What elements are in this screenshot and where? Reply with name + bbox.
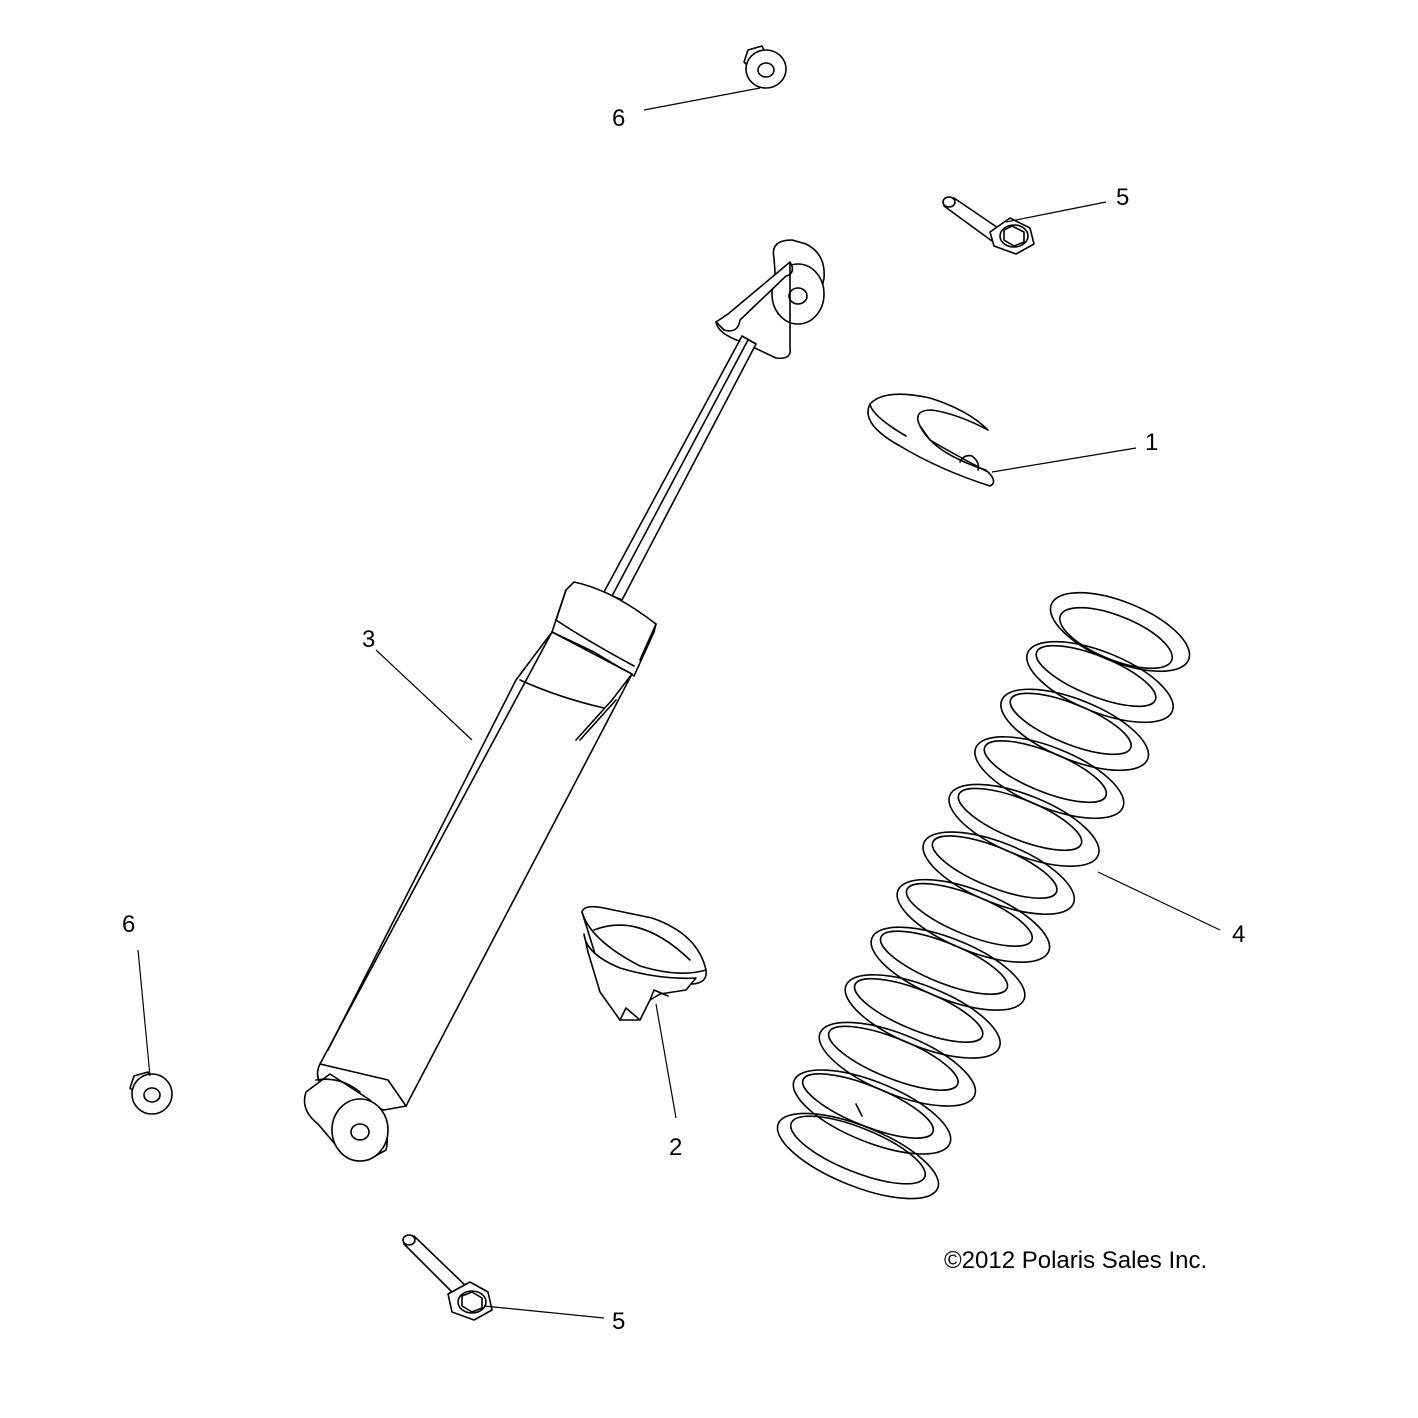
coil-spring[interactable] <box>767 576 1200 1216</box>
spring-retainer[interactable] <box>581 905 707 1021</box>
spring-coil-inner <box>801 1073 935 1139</box>
spring-coil-inner <box>853 977 984 1043</box>
callout-label-6-top: 6 <box>612 105 625 132</box>
leader-5-top <box>1005 201 1107 223</box>
spring-coil <box>948 783 1100 868</box>
bolt-top[interactable] <box>942 196 1035 255</box>
spring-coil-inner <box>1009 692 1132 756</box>
callout-label-1: 1 <box>1145 429 1158 456</box>
washer[interactable] <box>867 393 995 487</box>
leader-3 <box>375 649 473 741</box>
leader-6-top <box>643 87 761 111</box>
spring-coil <box>1026 640 1174 724</box>
spring-coil-inner <box>827 1025 959 1091</box>
leader-4 <box>1097 871 1221 931</box>
callout-label-5-top: 5 <box>1116 184 1129 211</box>
copyright-notice: ©2012 Polaris Sales Inc. <box>944 1247 1207 1274</box>
callout-label-6-left: 6 <box>122 911 135 938</box>
callout-label-2: 2 <box>669 1134 682 1161</box>
leader-6-left <box>137 949 151 1077</box>
leader-2 <box>655 1003 677 1119</box>
leader-1 <box>991 447 1137 473</box>
spring-coil-inner <box>905 882 1034 947</box>
bolt-bottom[interactable] <box>402 1234 493 1321</box>
spring-coil-inner <box>957 787 1083 852</box>
spring-coil-inner <box>1035 644 1157 708</box>
callout-label-4: 4 <box>1232 921 1245 948</box>
leader-5-bottom <box>483 1305 605 1319</box>
spring-coil <box>792 1069 952 1155</box>
bushing-left[interactable] <box>129 1071 173 1115</box>
callout-label-5-bottom: 5 <box>612 1308 625 1335</box>
spring-coil <box>1000 688 1150 772</box>
spring-coil <box>974 736 1125 820</box>
spring-coil-inner <box>879 930 1009 995</box>
spring-coil-inner <box>931 835 1058 900</box>
bushing-top[interactable] <box>743 45 787 89</box>
callout-label-3: 3 <box>362 626 375 653</box>
spring-coil-inner <box>983 740 1108 804</box>
shock-absorber[interactable] <box>303 239 825 1162</box>
